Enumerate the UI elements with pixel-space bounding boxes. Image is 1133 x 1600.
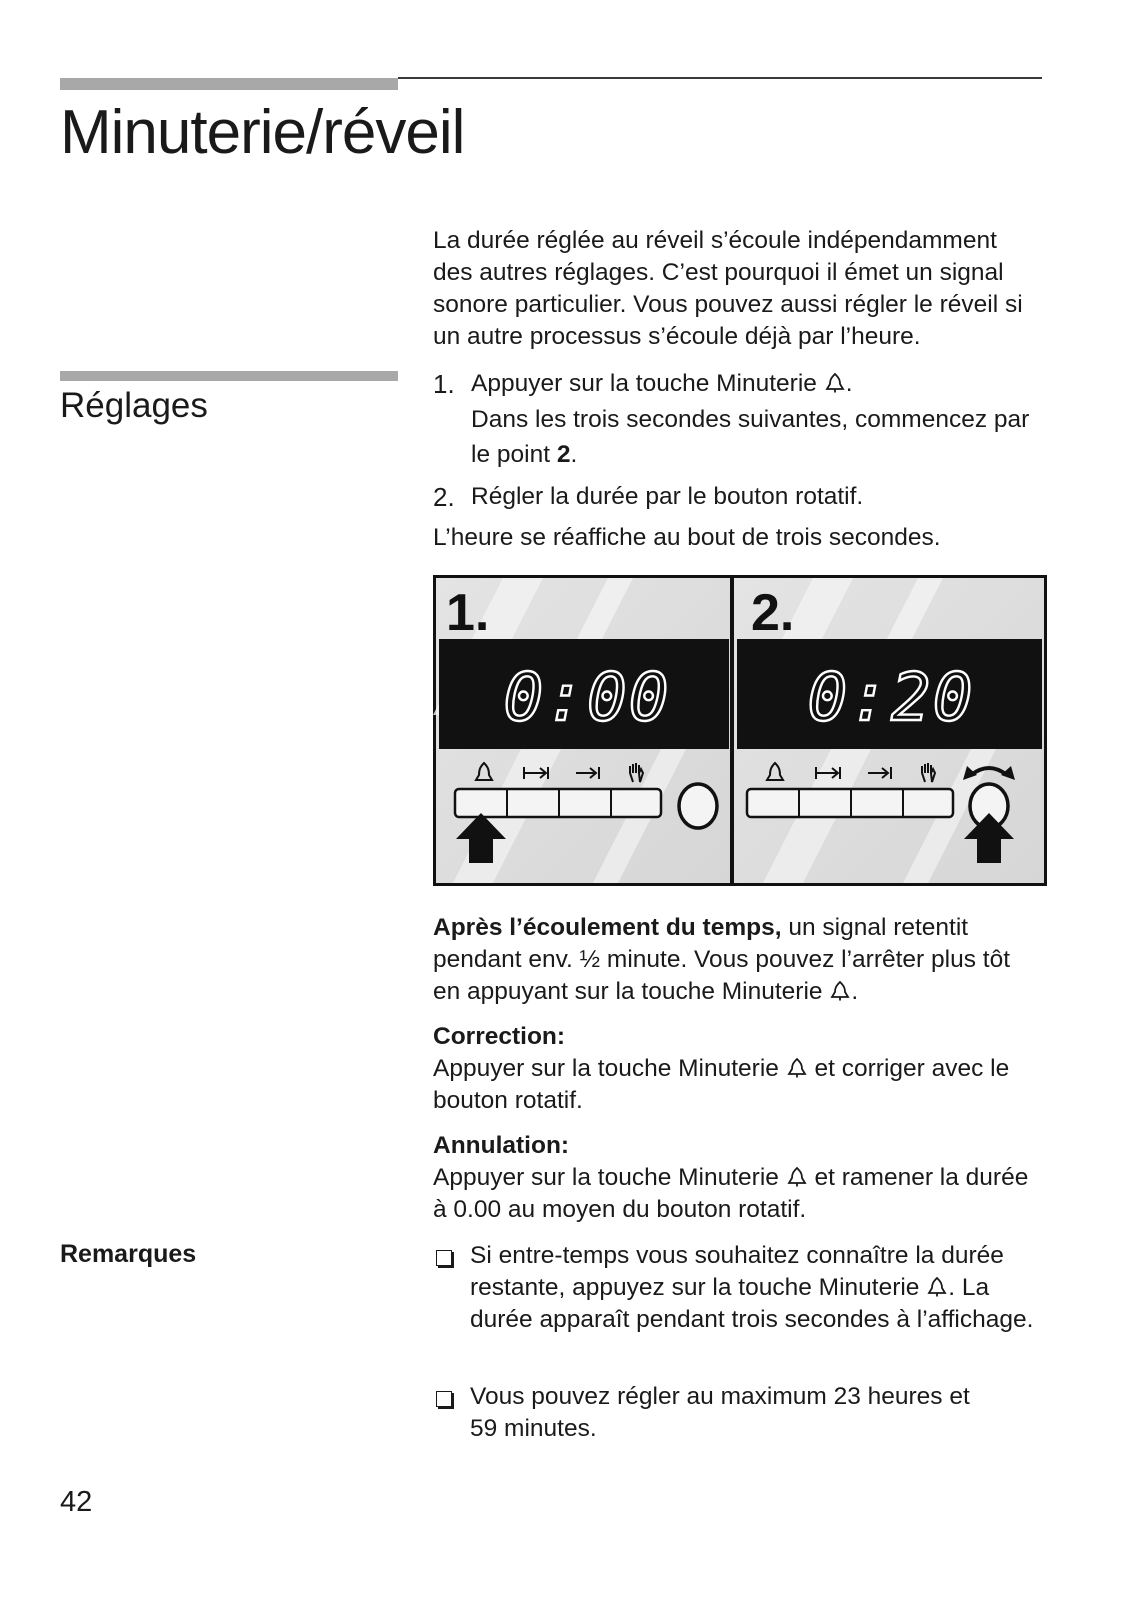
section-rule <box>60 371 398 381</box>
checkbox-bullet <box>436 1391 452 1407</box>
bell-icon <box>787 1057 807 1078</box>
step-1-line2: Dans les trois secondes suivantes, comme… <box>471 406 1030 468</box>
figure-panel-2-display: 0:20 <box>808 659 975 736</box>
step-1-line2-end: . <box>570 441 578 468</box>
bell-icon <box>825 372 845 393</box>
figure-panel-1: 1. 0:00 <box>433 575 733 886</box>
correction-block: Correction: Appuyer sur la touche Minute… <box>433 1021 1043 1117</box>
after-steps-text: L’heure se réaffiche au bout de trois se… <box>433 524 941 551</box>
step-2-number: 2. <box>433 482 455 512</box>
figure-panel-2-buttons <box>745 787 955 819</box>
step-2-text: Régler la durée par le bouton rotatif. <box>471 483 864 510</box>
apres-paragraph: Après l’écoulement du temps, un signal r… <box>433 912 1043 1008</box>
figure-panel-1-label: 1. <box>446 584 489 642</box>
remarque-1-text: Si entre-temps vous souhaitez connaître … <box>470 1242 1004 1301</box>
header-rule-thin <box>398 77 1042 79</box>
bell-icon <box>787 1166 807 1187</box>
page-title: Minuterie/réveil <box>60 98 465 167</box>
step-1-text: Appuyer sur la touche Minuterie <box>471 370 824 397</box>
annulation-text: Appuyer sur la touche Minuterie <box>433 1164 786 1191</box>
step-1: 1. Appuyer sur la touche Minuterie . Dan… <box>433 368 1043 472</box>
step-1-text-end: . <box>845 370 853 397</box>
figure-panel-1-symbols <box>474 761 645 783</box>
checkbox-bullet <box>436 1250 452 1266</box>
figure-panel-1-knob <box>677 782 719 830</box>
figure-panel-2-arrow <box>964 813 1014 863</box>
page-number: 42 <box>60 1486 93 1518</box>
annulation-text-end: et ramener la durée à 0.00 au moyen du b… <box>433 1164 1029 1223</box>
annulation-block: Annulation: Appuyer sur la touche Minute… <box>433 1130 1043 1226</box>
section-heading: Réglages <box>60 386 208 425</box>
figure-panel-1-arrow <box>456 813 506 863</box>
remarque-1-text-end: . La durée apparaît pendant trois second… <box>470 1274 1034 1333</box>
remarque-item-2: Vous pouvez régler au maximum 23 heures … <box>433 1381 1043 1445</box>
step-1-number: 1. <box>433 369 455 399</box>
figure-panel-2-symbols <box>765 761 937 783</box>
bell-icon <box>927 1276 947 1297</box>
apres-text: un signal retentit pendant env. ½ minute… <box>433 914 1011 1005</box>
remarque-item-1: Si entre-temps vous souhaitez connaître … <box>433 1240 1043 1336</box>
figure-panel-2-label: 2. <box>751 584 794 642</box>
oven-panel-figure: 1. 0:00 2. 0:20 <box>433 575 1047 886</box>
correction-heading: Correction: <box>433 1023 566 1050</box>
remarques-label: Remarques <box>60 1240 197 1268</box>
step-1-line2-bold: 2 <box>556 441 571 468</box>
figure-panel-2-rotate-arrows <box>963 766 1015 780</box>
annulation-heading: Annulation: <box>433 1132 570 1159</box>
figure-panel-2: 2. 0:20 <box>731 575 1047 886</box>
figure-panel-1-display: 0:00 <box>504 659 671 736</box>
intro-paragraph: La durée réglée au réveil s’écoule indép… <box>433 227 1023 350</box>
header-rule-thick <box>60 78 398 90</box>
apres-bold: Après l’écoulement du temps, <box>433 914 782 941</box>
correction-text-end: et corriger avec le bouton rotatif. <box>433 1055 1010 1114</box>
bell-icon <box>830 980 850 1001</box>
apres-text-end: . <box>851 978 859 1005</box>
remarque-2-text: Vous pouvez régler au maximum 23 heures … <box>470 1383 970 1442</box>
correction-text: Appuyer sur la touche Minuterie <box>433 1055 786 1082</box>
step-2: 2. Régler la durée par le bouton rotatif… <box>433 481 1043 513</box>
figure-panel-1-buttons <box>453 787 663 819</box>
